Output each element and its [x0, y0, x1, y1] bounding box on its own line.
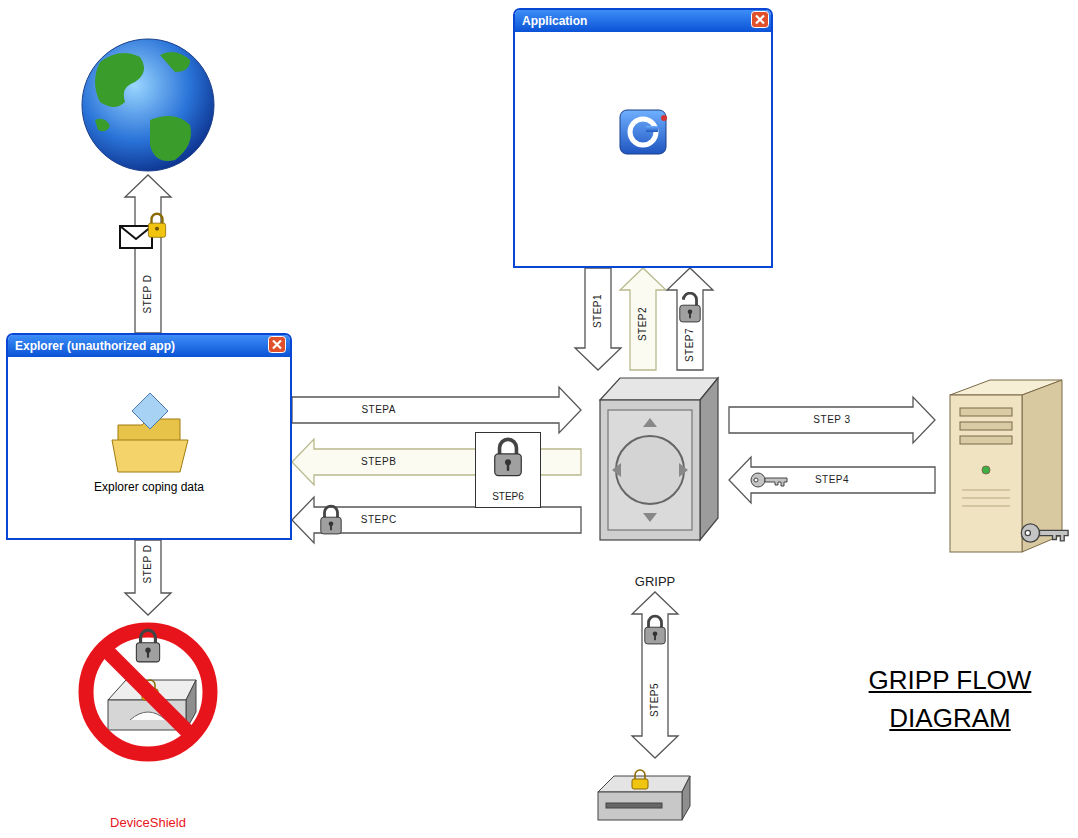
envelope-icon	[120, 226, 152, 248]
lock-icon	[321, 506, 341, 534]
key-icon	[751, 473, 787, 487]
window-title: Explorer (unauthorized app)	[15, 339, 175, 353]
window-caption: Explorer coping data	[8, 480, 290, 494]
node-label: STEP6	[476, 491, 540, 503]
globe-icon	[82, 39, 214, 171]
step-label: STEP2	[638, 307, 648, 341]
device-shield: DeviceShield	[56, 615, 240, 833]
node-label: DeviceShield	[56, 815, 240, 831]
gripp-cube	[600, 378, 718, 540]
lock-icon	[645, 616, 665, 644]
lock-icon	[136, 630, 159, 662]
block-arrow	[620, 268, 666, 370]
block-arrow	[729, 397, 935, 443]
step-label: STEPC	[361, 515, 397, 525]
block-arrow	[667, 268, 713, 370]
window-title: Application	[522, 14, 587, 28]
open-lock-icon	[680, 293, 700, 322]
gripp-appliance: GRIPP	[581, 370, 729, 592]
block-arrow	[729, 457, 935, 503]
application-window: Application	[513, 8, 773, 268]
block-arrow	[125, 175, 171, 333]
close-button	[752, 12, 769, 28]
step-label: STEPB	[361, 457, 396, 467]
lock-icon	[495, 439, 522, 475]
block-arrow	[292, 387, 581, 433]
block-arrow	[125, 540, 171, 615]
key-icon	[1021, 524, 1068, 542]
diagram-title: GRIPP FLOW DIAGRAM	[835, 662, 1065, 737]
storage-device	[598, 770, 690, 820]
server-icon	[950, 380, 1062, 552]
key-server	[935, 372, 1075, 560]
folder-icon	[112, 393, 188, 472]
app-icon	[620, 110, 667, 154]
prohibition-sign	[86, 630, 210, 754]
lock-icon	[148, 214, 165, 238]
explorer-window: Explorer (unauthorized app) Explorer copi…	[6, 333, 292, 540]
step-label: STEP4	[815, 475, 849, 485]
block-arrow	[632, 592, 678, 758]
step-label: STEP D	[143, 274, 153, 313]
storage-device	[588, 758, 692, 830]
step-box: STEP6	[475, 432, 541, 508]
step-label: STEP D	[143, 545, 153, 584]
block-arrow	[575, 268, 621, 370]
step-label: STEP1	[593, 294, 603, 328]
step-label: STEPA	[361, 405, 396, 415]
step-label: STEP 3	[813, 415, 850, 425]
step-label: STEP7	[685, 327, 695, 361]
internet-globe	[78, 35, 218, 175]
close-button	[269, 337, 286, 353]
node-label: GRIPP	[581, 574, 729, 590]
step-label: STEP5	[650, 683, 660, 717]
